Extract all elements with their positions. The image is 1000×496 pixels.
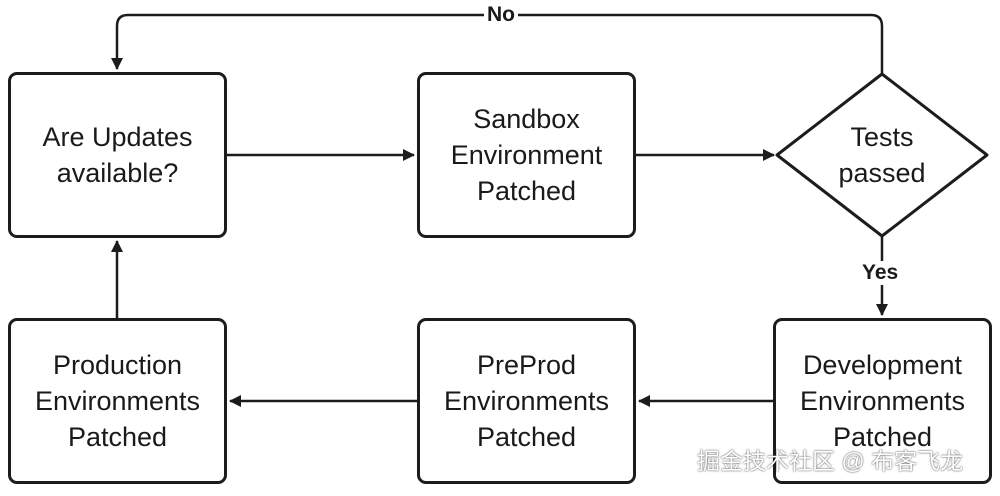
production-patched-label: Production Environments Patched [34,350,201,452]
preprod-patched-label: PreProd Environments Patched [443,350,610,452]
tests-passed-label: Tests passed [838,122,926,188]
development-patched-node: Development Environments Patched [773,318,992,484]
yes-edge-label: Yes [859,261,902,285]
watermark-text: 掘金技术社区 @ 布客飞龙 [697,448,964,474]
updates-available-node: Are Updates available? [8,72,227,238]
sandbox-patched-label: Sandbox Environment Patched [450,104,603,206]
development-patched-label: Development Environments Patched [799,350,966,452]
production-patched-node: Production Environments Patched [8,318,227,484]
preprod-patched-node: PreProd Environments Patched [417,318,636,484]
no-edge-label: No [484,3,518,27]
updates-available-label: Are Updates available? [42,122,193,188]
sandbox-patched-node: Sandbox Environment Patched [417,72,636,238]
